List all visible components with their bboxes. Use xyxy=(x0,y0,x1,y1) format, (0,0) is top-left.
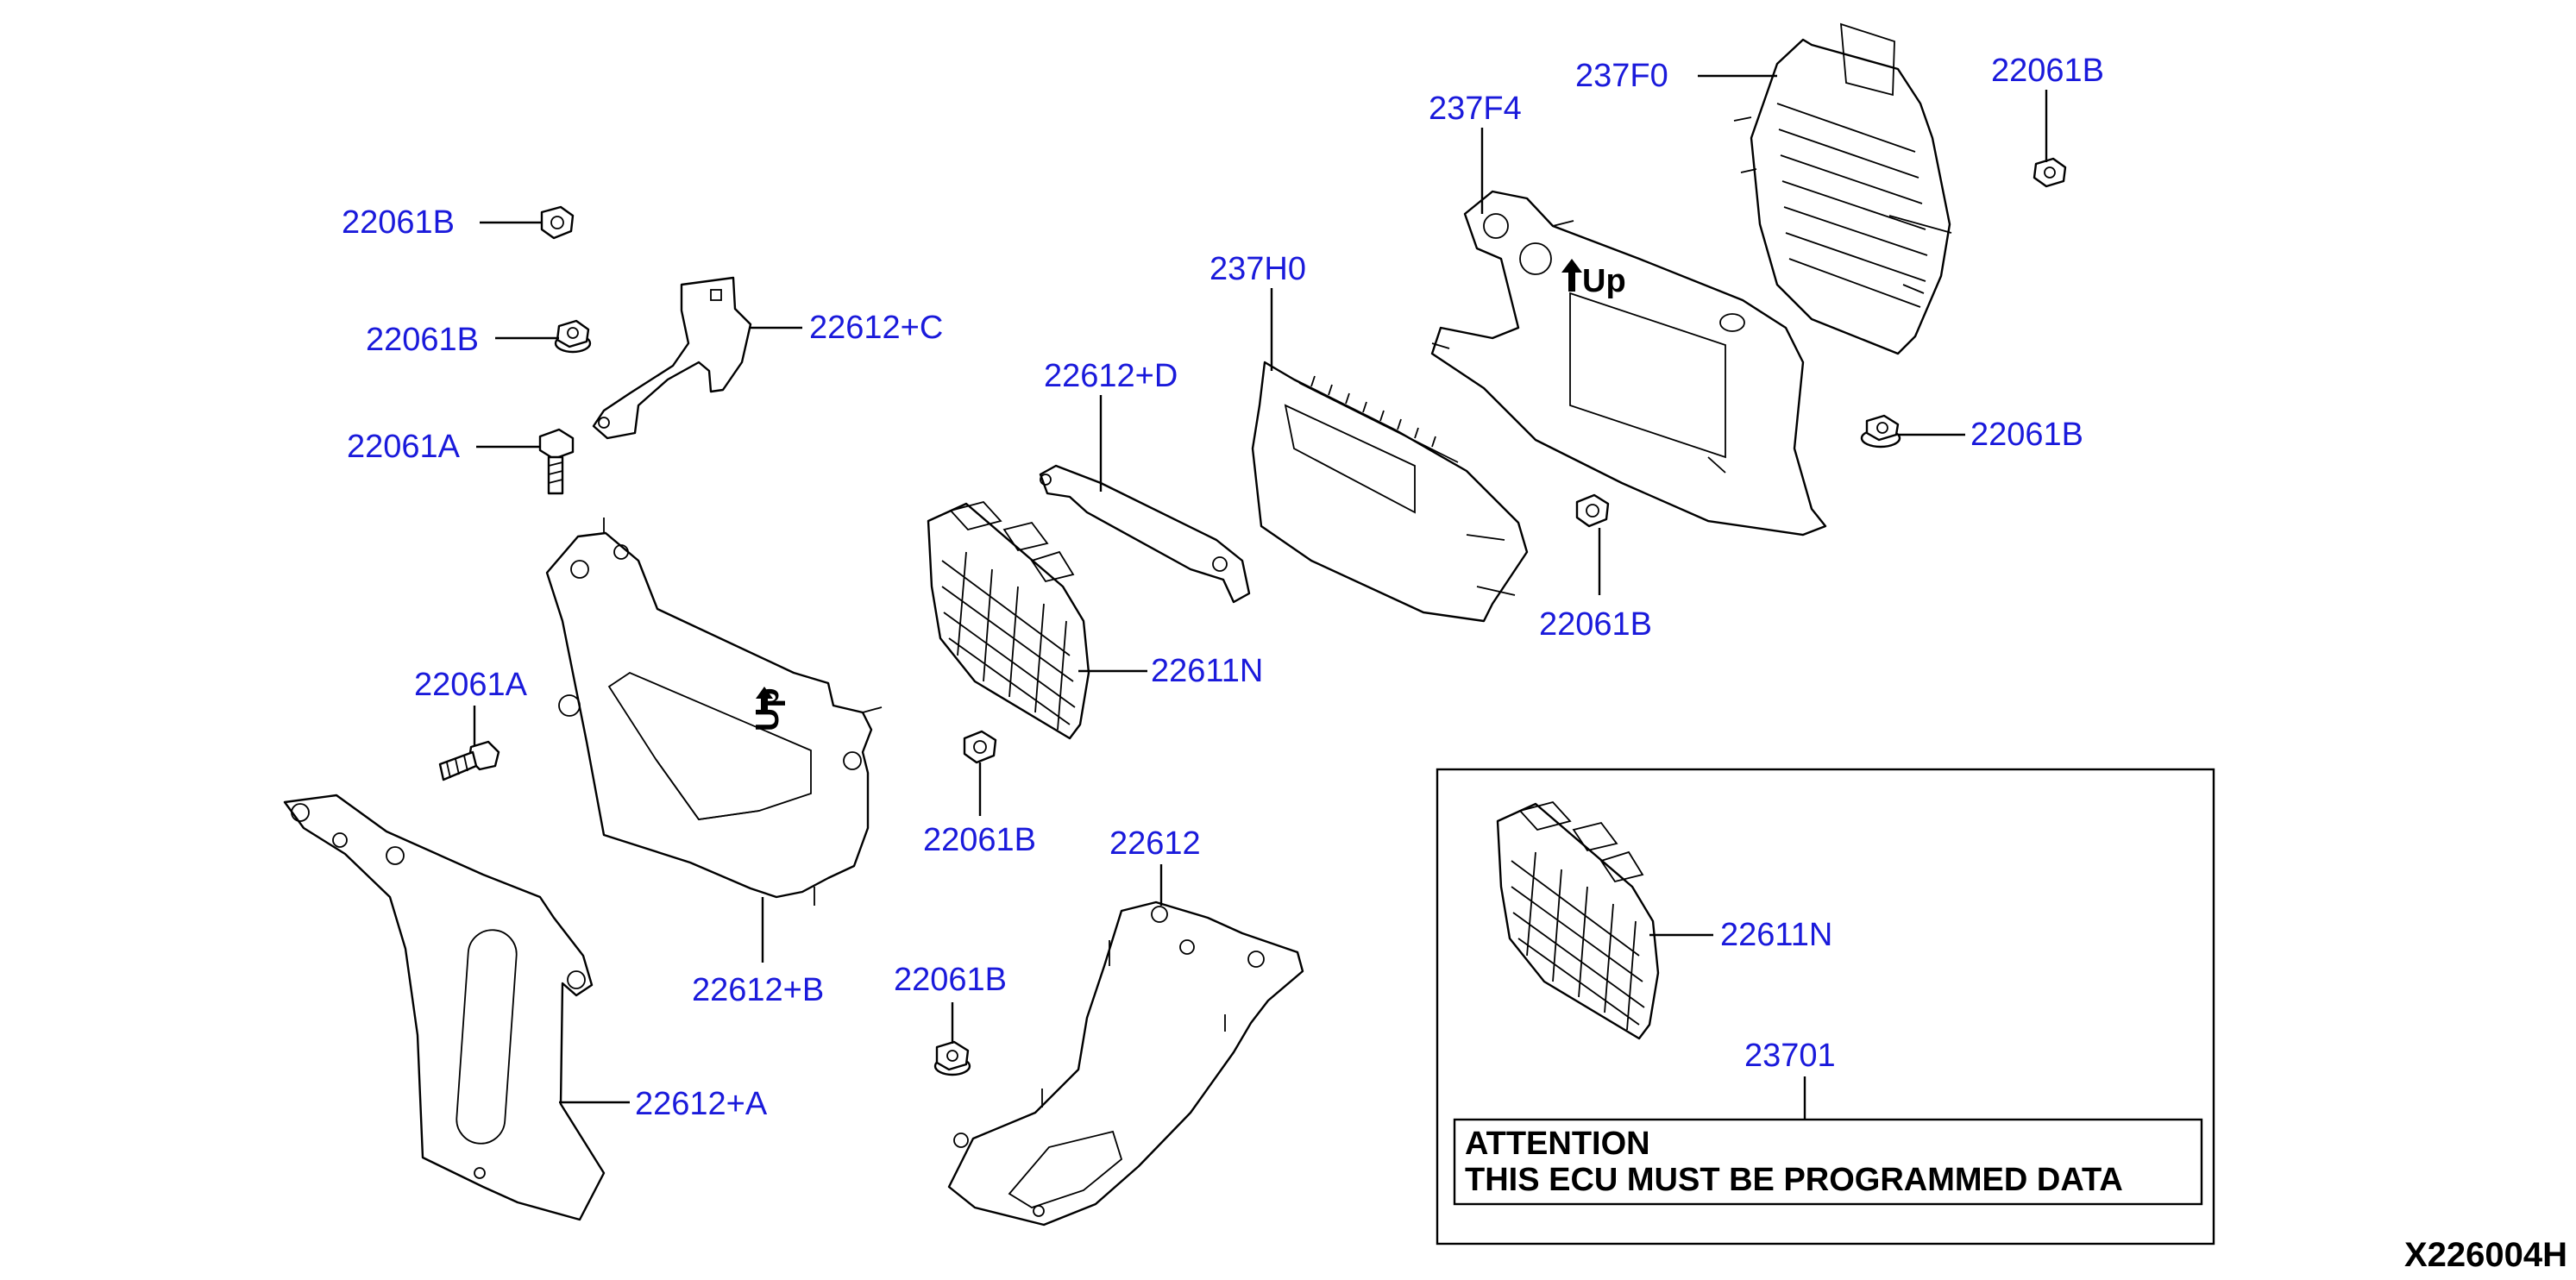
callout-22612c: 22612+C xyxy=(809,310,943,346)
svg-text:Up: Up xyxy=(750,687,786,731)
inset-module-22611n xyxy=(1496,800,1660,1040)
callout-22612d: 22612+D xyxy=(1044,358,1178,394)
bracket-22612a xyxy=(283,794,606,1221)
bracket-22612c xyxy=(592,276,752,440)
svg-text:THIS ECU MUST BE PROGRAMMED DA: THIS ECU MUST BE PROGRAMMED DATA xyxy=(1465,1162,2123,1198)
callout-22061a: 22061A xyxy=(347,429,461,465)
ecu-237h0 xyxy=(1251,361,1529,623)
bolt-22061a-1 xyxy=(538,428,575,495)
callout-22061b: 22061B xyxy=(1970,417,2083,453)
ecu-237f0 xyxy=(1733,22,1952,355)
callout-22061b: 22061B xyxy=(1539,606,1652,643)
attention-label: ATTENTION THIS ECU MUST BE PROGRAMMED DA… xyxy=(1453,1118,2203,1206)
callout-22061b: 22061B xyxy=(1991,53,2104,89)
callout-22612a: 22612+A xyxy=(635,1086,768,1122)
bolt-22061a-2 xyxy=(438,740,500,781)
callout-22612b: 22612+B xyxy=(692,972,824,1008)
nut-22061b-3 xyxy=(963,730,997,764)
callout-inset-22611n: 22611N xyxy=(1720,917,1832,953)
callout-22612: 22612 xyxy=(1109,825,1201,862)
nut-22061b-7 xyxy=(1860,414,1901,449)
callout-22061b: 22061B xyxy=(894,962,1007,998)
nut-22061b-4 xyxy=(933,1040,971,1076)
nut-22061b-2 xyxy=(554,319,592,354)
svg-text:ATTENTION: ATTENTION xyxy=(1465,1126,1650,1162)
callout-22061b: 22061B xyxy=(366,322,479,358)
callout-237f4: 237F4 xyxy=(1429,91,1522,127)
callout-22061b: 22061B xyxy=(342,204,455,241)
bracket-22612d xyxy=(1039,464,1251,604)
nut-22061b-6 xyxy=(2033,157,2067,188)
bracket-237f4 xyxy=(1430,190,1827,536)
callout-22061a: 22061A xyxy=(414,667,528,703)
up-mark-2: Up xyxy=(1561,259,1626,299)
module-22611n xyxy=(927,500,1090,740)
nut-22061b-1 xyxy=(540,205,575,240)
callout-22061b: 22061B xyxy=(923,822,1036,858)
bracket-22612 xyxy=(947,900,1304,1227)
callout-237h0: 237H0 xyxy=(1209,251,1306,287)
svg-text:Up: Up xyxy=(1582,263,1626,299)
callout-23701: 23701 xyxy=(1744,1038,1836,1074)
inset-panel: 22611N 23701 ATTENTION THIS ECU MUST BE … xyxy=(1436,768,2215,1245)
bracket-22612b xyxy=(545,518,883,906)
up-mark-1: Up xyxy=(750,687,786,731)
callout-237f0: 237F0 xyxy=(1575,58,1668,94)
diagram-id: X226004H xyxy=(2404,1236,2567,1274)
callout-22611n: 22611N xyxy=(1151,653,1263,689)
nut-22061b-5 xyxy=(1575,493,1610,528)
